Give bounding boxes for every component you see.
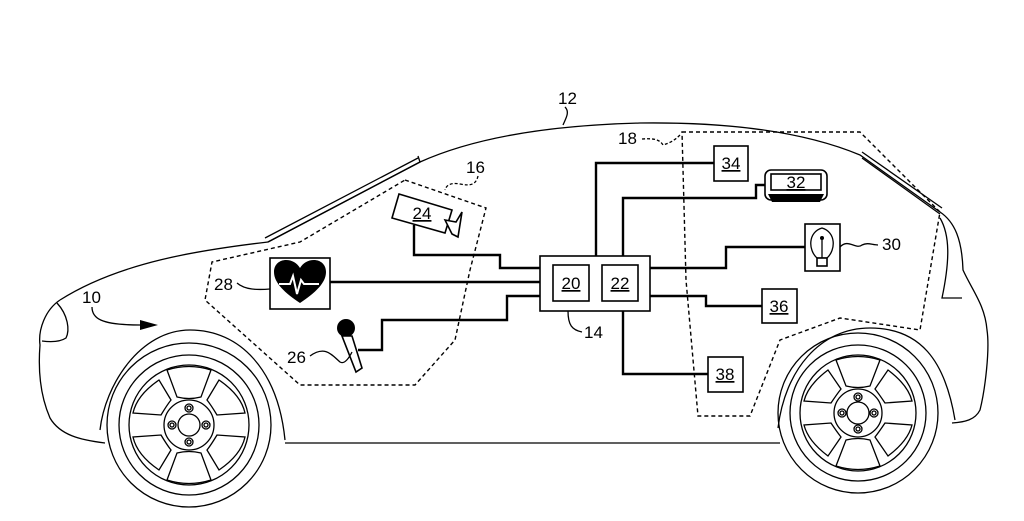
front-zone-boundary — [204, 179, 487, 386]
reference-numerals: 12 16 18 14 28 26 30 10 — [82, 89, 901, 367]
module-36: 36 — [761, 288, 798, 324]
label-rear-zone: 18 — [618, 129, 637, 148]
module-38: 38 — [707, 356, 744, 393]
microphone-icon — [337, 319, 355, 337]
processor-label: 20 — [562, 274, 581, 293]
rear-wheel — [777, 332, 939, 494]
spoke-openings — [132, 365, 246, 485]
module-34: 34 — [713, 145, 749, 182]
spoke-openings — [803, 355, 913, 471]
display-label: 32 — [787, 173, 806, 192]
memory-label: 22 — [611, 274, 630, 293]
label-lamp: 30 — [882, 235, 901, 254]
leader-lines — [91, 106, 879, 364]
car-body — [38, 122, 989, 444]
label-front-zone: 16 — [466, 158, 485, 177]
heart-sensor — [269, 257, 331, 310]
lamp — [804, 223, 841, 272]
svg-text:36: 36 — [770, 297, 789, 316]
camera-icon — [391, 193, 453, 234]
camera-label: 24 — [413, 204, 432, 223]
label-vehicle: 10 — [82, 288, 101, 307]
processor-box — [552, 264, 590, 302]
camera: 24 — [391, 193, 463, 239]
svg-text:38: 38 — [716, 365, 735, 384]
controller: 20 22 — [539, 255, 651, 312]
light-bulb-icon — [810, 227, 834, 259]
display: 32 — [764, 169, 828, 202]
label-biometric-sensor: 28 — [214, 275, 233, 294]
wiring — [330, 161, 806, 376]
front-wheel — [106, 342, 272, 508]
memory-box — [601, 264, 639, 302]
label-microphone: 26 — [287, 348, 306, 367]
label-body: 12 — [558, 89, 577, 108]
rear-zone-boundary — [681, 131, 941, 417]
microphone — [337, 319, 363, 374]
label-controller: 14 — [584, 323, 603, 342]
svg-text:34: 34 — [722, 154, 741, 173]
